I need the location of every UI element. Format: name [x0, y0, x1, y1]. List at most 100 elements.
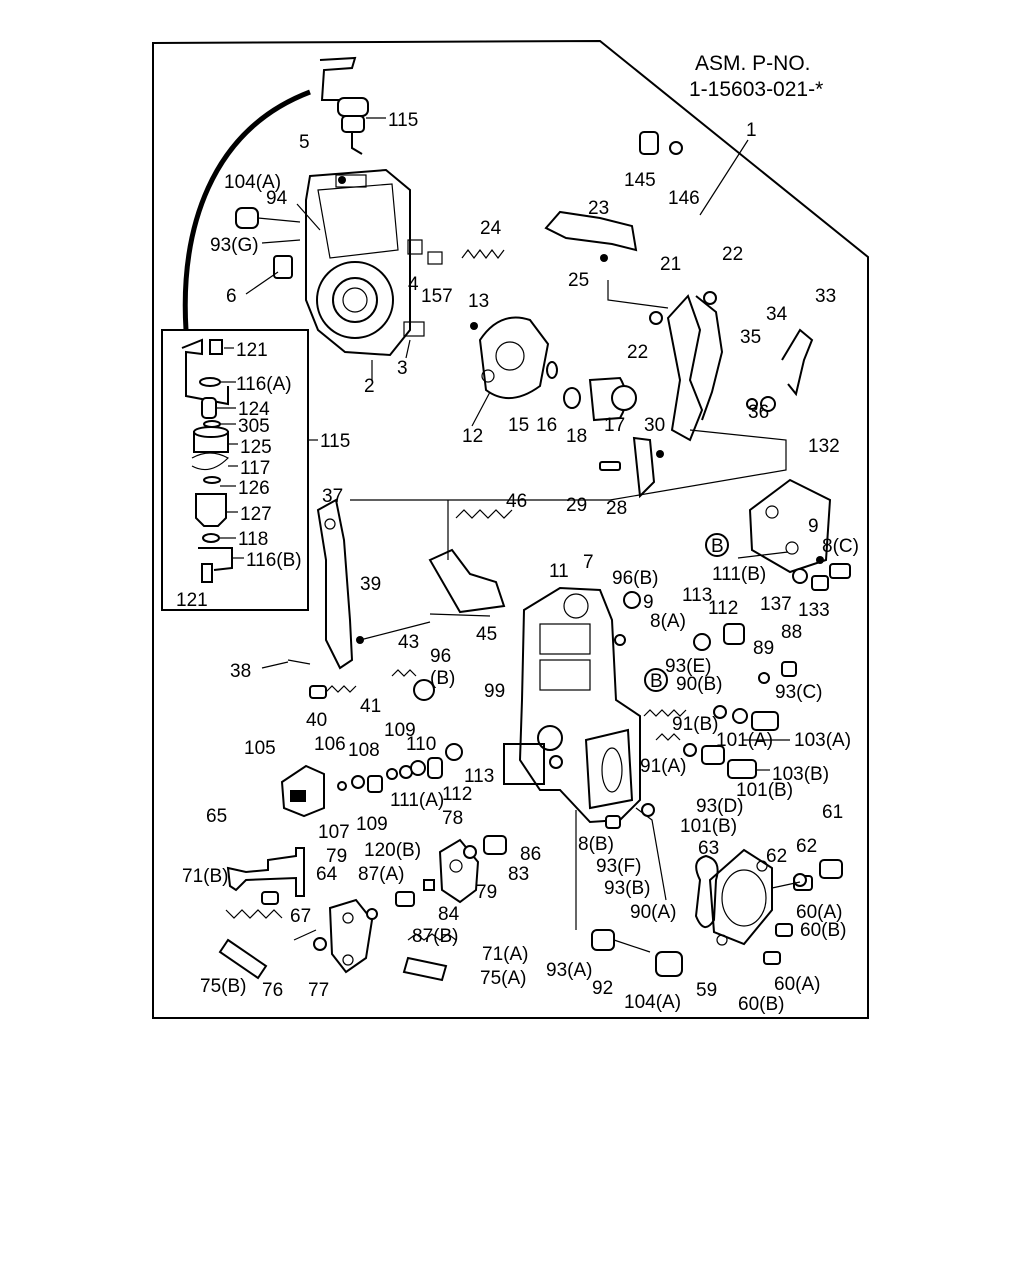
callout-91a: 91(A): [640, 756, 686, 777]
callout-9-top: 9: [808, 516, 819, 537]
callout-115: 115: [388, 110, 418, 131]
callout-93a: 93(A): [546, 960, 592, 981]
callout-106: 106: [314, 734, 346, 755]
callout-60b-lower: 60(B): [738, 994, 784, 1015]
callout-105: 105: [244, 738, 276, 759]
callout-B-mid: B: [650, 671, 663, 692]
callout-B-circle-top: [705, 533, 729, 557]
callout-12: 12: [462, 426, 483, 447]
callout-93e: 93(E): [665, 656, 711, 677]
control-lever-37: [287, 498, 513, 701]
callout-23: 23: [588, 198, 609, 219]
callout-3: 3: [397, 358, 408, 379]
left-middle-parts: [280, 743, 463, 818]
pump-body-cover: [503, 586, 641, 824]
callout-B-circle-mid: [644, 668, 668, 692]
callout-43: 43: [398, 632, 419, 653]
callout-45: 45: [476, 624, 497, 645]
callout-13: 13: [468, 291, 489, 312]
assembly-ref-number: 1: [746, 120, 757, 141]
callout-101b-right: 101(B): [736, 780, 793, 801]
callout-93c: 93(C): [775, 682, 823, 703]
callout-137: 137: [760, 594, 792, 615]
callout-labels: 115 5 104(A) 94 93(G) 6 24 4 157 13 3 2 …: [176, 110, 859, 1015]
callout-96b-top: 96(B): [612, 568, 658, 589]
callout-18: 18: [566, 426, 587, 447]
callout-2: 2: [364, 376, 375, 397]
callout-34: 34: [766, 304, 788, 325]
callout-132: 132: [808, 436, 840, 457]
callout-146: 146: [668, 188, 700, 209]
callout-116b: 116(B): [246, 550, 302, 571]
callout-78: 78: [442, 808, 463, 829]
callout-101a: 101(A): [716, 730, 773, 751]
callout-29: 29: [566, 495, 587, 516]
callout-6: 6: [226, 286, 237, 307]
callout-38: 38: [230, 661, 251, 682]
callout-94: 94: [266, 188, 288, 209]
callout-110: 110: [406, 734, 436, 755]
callout-5: 5: [299, 132, 310, 153]
callout-109-bot: 109: [356, 814, 388, 835]
callout-16: 16: [536, 415, 557, 436]
callout-64: 64: [316, 864, 338, 885]
callout-124: 124: [238, 399, 270, 420]
callout-87a: 87(A): [358, 864, 404, 885]
callout-77: 77: [308, 980, 329, 1001]
lower-right-parts: [575, 810, 843, 977]
callout-117: 117: [240, 458, 270, 479]
callout-75b: 75(B): [200, 976, 246, 997]
callout-60b-upper: 60(B): [800, 920, 846, 941]
callout-120b: 120(B): [364, 840, 421, 861]
asm-part-number: 1-15603-021-*: [689, 78, 823, 101]
callout-116a: 116(A): [236, 374, 292, 395]
tension-lever-group: [350, 131, 814, 501]
callout-39: 39: [360, 574, 381, 595]
callout-24: 24: [480, 218, 502, 239]
callout-90b: 90(B): [676, 674, 722, 695]
callout-61: 61: [822, 802, 843, 823]
callout-75a: 75(A): [480, 968, 526, 989]
callout-133: 133: [798, 600, 830, 621]
callout-4: 4: [408, 274, 419, 295]
callout-103b: 103(B): [772, 764, 829, 785]
callout-107: 107: [318, 822, 350, 843]
callout-7: 7: [583, 552, 594, 573]
callout-111b: 111(B): [712, 564, 766, 585]
callout-46: 46: [506, 491, 527, 512]
callout-126: 126: [238, 478, 270, 499]
callout-103a: 103(A): [794, 730, 851, 751]
callout-93g: 93(G): [210, 235, 259, 256]
callout-67: 67: [290, 906, 311, 927]
callout-59: 59: [696, 980, 717, 1001]
callout-113-mid: 113: [464, 766, 494, 787]
callout-96b-mid-num: 96: [430, 646, 451, 667]
callout-8a: 8(A): [650, 611, 686, 632]
callout-113-top: 113: [682, 585, 712, 606]
plate-132: [748, 478, 851, 591]
callout-91b: 91(B): [672, 714, 718, 735]
callout-8b: 8(B): [578, 834, 614, 855]
callout-33: 33: [815, 286, 836, 307]
callout-B-top: B: [711, 536, 724, 557]
callout-leaders: [216, 117, 790, 771]
callout-60a-upper: 60(A): [796, 902, 842, 923]
callout-21: 21: [660, 254, 681, 275]
inset-box-115: [161, 329, 309, 611]
callout-63: 63: [698, 838, 719, 859]
callout-84: 84: [438, 904, 460, 925]
callout-87b: 87(B): [412, 926, 458, 947]
callout-65: 65: [206, 806, 227, 827]
inset-connector: [182, 89, 311, 331]
callout-112-top: 112: [708, 598, 738, 619]
callout-93f: 93(F): [596, 856, 641, 877]
callout-101b-left: 101(B): [680, 816, 737, 837]
callout-71b: 71(B): [182, 866, 228, 887]
callout-305: 305: [238, 416, 270, 437]
callout-79-lower: 79: [476, 882, 497, 903]
callout-8c: 8(C): [822, 536, 859, 557]
callout-25: 25: [568, 270, 589, 291]
callout-71a: 71(A): [482, 944, 528, 965]
callout-79-upper: 79: [326, 846, 347, 867]
